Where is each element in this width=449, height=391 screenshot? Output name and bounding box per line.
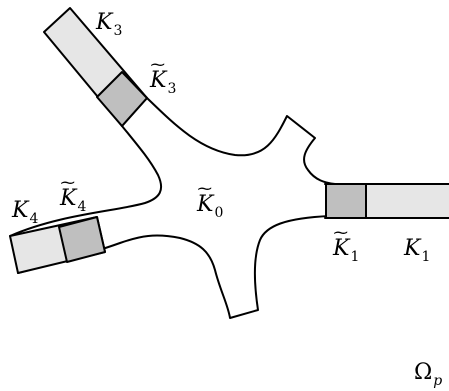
label-omega-p: Ωp — [414, 360, 443, 389]
arm-4-overlap — [58, 216, 106, 263]
label-k1-tilde: ~ K1 — [331, 223, 360, 265]
tilde-mark: ~ — [195, 179, 214, 198]
label-k4: K4 — [12, 198, 39, 227]
tilde-mark: ~ — [58, 173, 77, 192]
arm-4-group — [9, 216, 106, 274]
arm-1-group — [325, 183, 449, 219]
arm-1-overlap — [325, 183, 367, 219]
label-k3: K3 — [96, 10, 123, 39]
tilde-mark: ~ — [148, 55, 167, 74]
label-k3-tilde: ~ K3 — [148, 55, 177, 97]
arm-3-group — [43, 7, 148, 127]
label-k0-tilde: ~ K0 — [195, 179, 224, 221]
label-k1: K1 — [404, 236, 431, 265]
label-k4-tilde: ~ K4 — [58, 173, 87, 215]
arm-3-overlap — [96, 71, 148, 127]
tilde-mark: ~ — [331, 223, 350, 242]
